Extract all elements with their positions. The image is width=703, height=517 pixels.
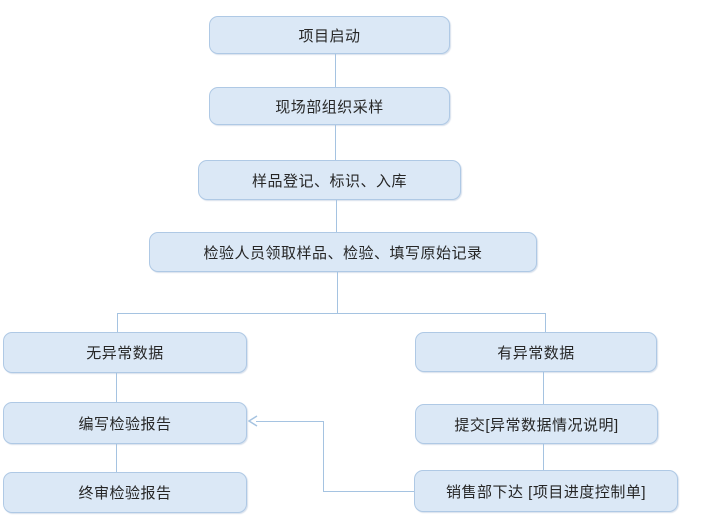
connector-submit-to-sales	[543, 444, 544, 470]
flow-node-abnormal-data: 有异常数据	[415, 332, 657, 372]
flow-node-no-abnormal-data: 无异常数据	[3, 332, 247, 373]
connector-inspection-to-branch	[337, 272, 338, 313]
flow-node-final-review: 终审检验报告	[3, 472, 247, 513]
connector-sampling-to-register	[335, 125, 336, 160]
flow-node-sales-control-sheet: 销售部下达 [项目进度控制单]	[414, 470, 678, 512]
flow-node-submit-explanation: 提交[异常数据情况说明]	[415, 404, 658, 444]
connector-register-to-inspection	[336, 200, 337, 232]
connector-start-to-sampling	[335, 54, 336, 87]
connector-noabnormal-to-write	[116, 373, 117, 402]
flow-node-write-report: 编写检验报告	[3, 402, 247, 444]
connector-feedback-bottom	[323, 491, 414, 492]
connector-branch-right-drop	[545, 313, 546, 332]
connector-write-to-final	[116, 444, 117, 472]
connector-feedback-vertical	[323, 421, 324, 491]
connector-abnormal-to-submit	[543, 372, 544, 404]
connector-branch-left-drop	[117, 313, 118, 332]
connector-branch-horizontal	[117, 313, 546, 314]
left-arrowhead-icon	[248, 415, 258, 427]
connector-feedback-top	[256, 421, 324, 422]
flow-node-site-sampling: 现场部组织采样	[209, 87, 450, 125]
flow-node-inspection-record: 检验人员领取样品、检验、填写原始记录	[149, 232, 537, 272]
flow-node-sample-register: 样品登记、标识、入库	[198, 160, 461, 200]
flow-node-project-start: 项目启动	[209, 16, 450, 54]
